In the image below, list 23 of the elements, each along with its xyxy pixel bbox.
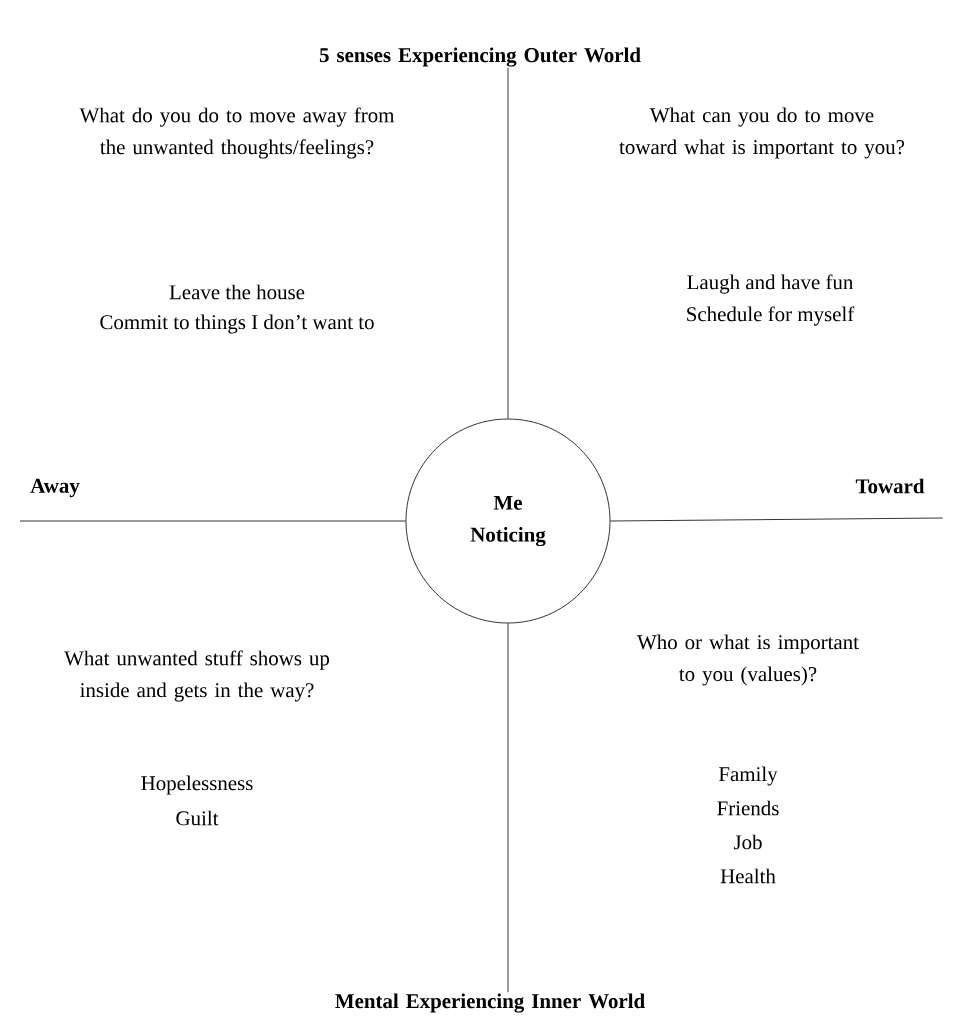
list-item: Health bbox=[720, 868, 776, 884]
question-text: What unwanted stuff shows up inside and gets in the way? bbox=[64, 650, 330, 702]
axis-label: Away bbox=[30, 478, 80, 498]
question-text: Who or what is important to you (values)? bbox=[637, 634, 859, 686]
list-item: Laugh and have fun bbox=[687, 274, 854, 294]
question-text: What can you do to move toward what is important to you? bbox=[619, 107, 905, 159]
list-item: Schedule for myself bbox=[687, 306, 855, 326]
list-item: Family bbox=[718, 766, 778, 786]
line bbox=[507, 623, 509, 993]
list-item: Commit to things I don’t want to bbox=[100, 314, 374, 334]
list-item: Guilt bbox=[176, 810, 219, 826]
list-item: Friends bbox=[717, 800, 779, 816]
line bbox=[507, 67, 509, 419]
circle-node: Me Noticing bbox=[405, 418, 611, 624]
axis-label: Toward bbox=[855, 478, 925, 494]
line bbox=[610, 517, 944, 522]
line bbox=[19, 520, 406, 522]
list-item: Hopelessness bbox=[141, 775, 253, 795]
question-text: What do you do to move away from the unwanted thoughts/feelings? bbox=[79, 107, 395, 159]
list-item: Leave the house bbox=[169, 284, 305, 300]
axis-label: 5 senses Experiencing Outer World bbox=[319, 47, 641, 67]
axis-label: Mental Experiencing Inner World bbox=[335, 993, 645, 1013]
list-item: Job bbox=[733, 834, 762, 850]
